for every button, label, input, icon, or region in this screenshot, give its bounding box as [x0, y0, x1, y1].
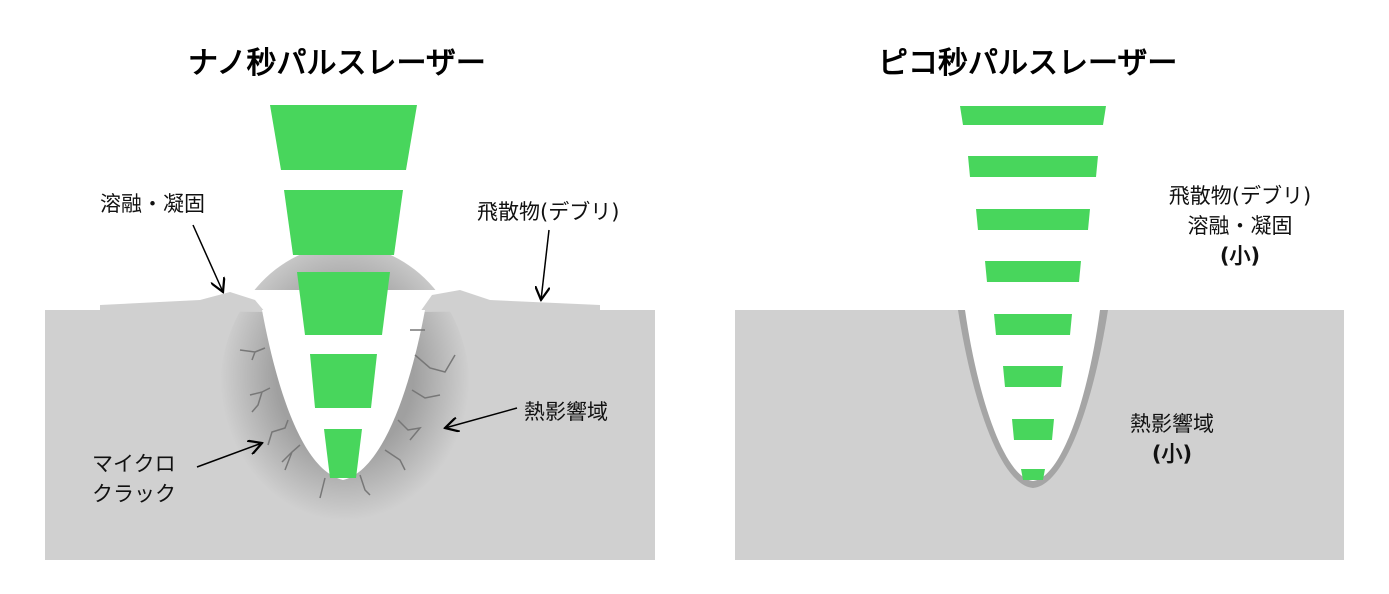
- label-debris-nano: 飛散物(デブリ): [477, 200, 620, 224]
- label-crack-line1: マイクロ: [92, 452, 176, 476]
- label-crack-line2: クラック: [92, 482, 176, 506]
- label-small-haz: (小): [1151, 442, 1193, 466]
- arrow-debris: [541, 229, 549, 300]
- label-haz-pico: 熱影響域: [1130, 412, 1214, 436]
- label-melt-pico: 溶融・凝固: [1187, 214, 1293, 238]
- laser-beam-pico: [960, 106, 1106, 480]
- label-small-debris: (小): [1219, 244, 1261, 268]
- title-pico: ピコ秒パルスレーザー: [878, 46, 1178, 81]
- micro-cracks: [239, 329, 456, 499]
- melt-rim-nano: [100, 290, 600, 312]
- label-melt-nano: 溶融・凝固: [100, 192, 205, 216]
- crater-pico: [965, 310, 1100, 481]
- arrow-melt: [192, 224, 223, 292]
- title-nano: ナノ秒パルスレーザー: [188, 46, 486, 81]
- arrow-crack: [196, 443, 262, 468]
- arrow-haz: [445, 407, 518, 428]
- laser-beam-nano: [270, 105, 417, 478]
- label-haz-nano: 熱影響域: [524, 400, 608, 424]
- label-debris-pico: 飛散物(デブリ): [1168, 184, 1312, 208]
